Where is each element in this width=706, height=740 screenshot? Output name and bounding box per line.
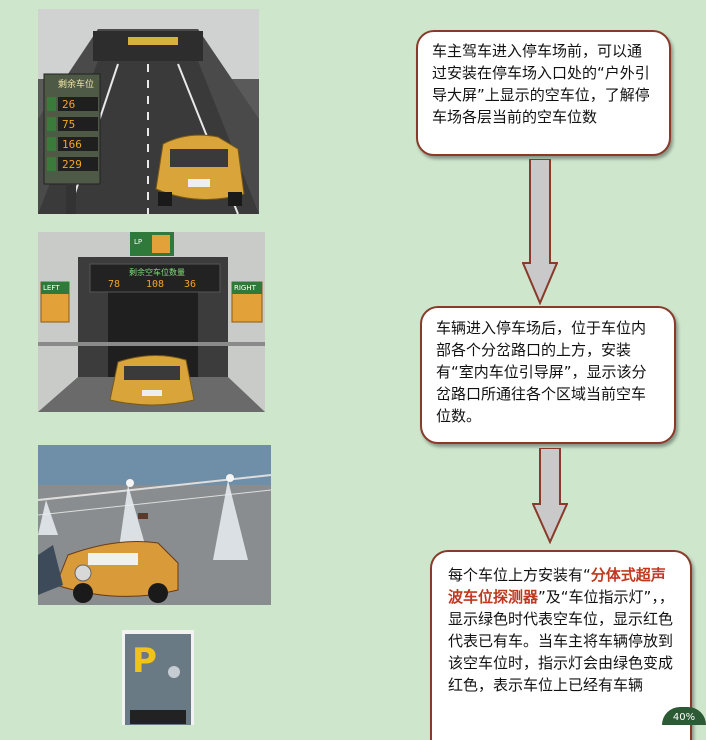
down-arrow-icon <box>522 159 558 305</box>
count-2: 75 <box>62 118 76 131</box>
callout-detector: 每个车位上方安装有“分体式超声波车位探测器”及“车位指示灯”，，显示绿色时代表空… <box>430 550 692 740</box>
board-center: 108 <box>146 279 165 290</box>
callout-detector-highlight: 分体式超声波车位探测器 <box>448 566 666 606</box>
down-arrow-icon <box>532 448 568 544</box>
callout-detector-text-post: ”及“车位指示灯”，，显示绿色时代表空车位，显示红色代表已有车。当车主将车辆停放… <box>448 588 674 694</box>
top-sign-text: LP <box>134 238 143 246</box>
scene-indoor-illustration <box>38 232 265 412</box>
sign-title: 剩余车位 <box>57 80 94 90</box>
scene-detectors <box>38 445 271 605</box>
left-sign-text: LEFT <box>43 284 60 292</box>
scene-detectors-illustration <box>38 445 271 605</box>
scene-indicator-device: P <box>122 630 194 725</box>
callout-outdoor-text: 车主驾车进入停车场前，可以通过安装在停车场入口处的“户外引导大屏”上显示的空车位… <box>432 42 650 126</box>
p-sign-icon: P <box>122 630 194 725</box>
count-4: 229 <box>62 158 82 171</box>
callout-indoor-text: 车辆进入停车场后，位于车位内部各个分岔路口的上方，安装有“室内车位引导屏”，显示… <box>436 319 647 425</box>
callout-outdoor-screen: 车主驾车进入停车场前，可以通过安装在停车场入口处的“户外引导大屏”上显示的空车位… <box>416 30 671 156</box>
board-title: 剩余空车位数量 <box>129 268 185 277</box>
board-left: 78 <box>108 279 121 290</box>
callout-indoor-screen: 车辆进入停车场后，位于车位内部各个分岔路口的上方，安装有“室内车位引导屏”，显示… <box>420 306 676 444</box>
count-3: 166 <box>62 138 82 151</box>
count-1: 26 <box>62 98 76 111</box>
scene-outdoor-illustration <box>38 9 259 214</box>
scene-indoor-guidance: LP LEFT RIGHT 剩余空车位数量 78 108 36 <box>38 232 265 412</box>
svg-text:P: P <box>132 641 157 681</box>
right-sign-text: RIGHT <box>234 284 256 292</box>
zoom-badge: 40% <box>662 707 706 725</box>
callout-detector-text-pre: 每个车位上方安装有“ <box>448 566 591 584</box>
scene-outdoor-guidance: 剩余车位 26 75 166 229 <box>38 9 259 214</box>
board-right: 36 <box>184 279 197 290</box>
